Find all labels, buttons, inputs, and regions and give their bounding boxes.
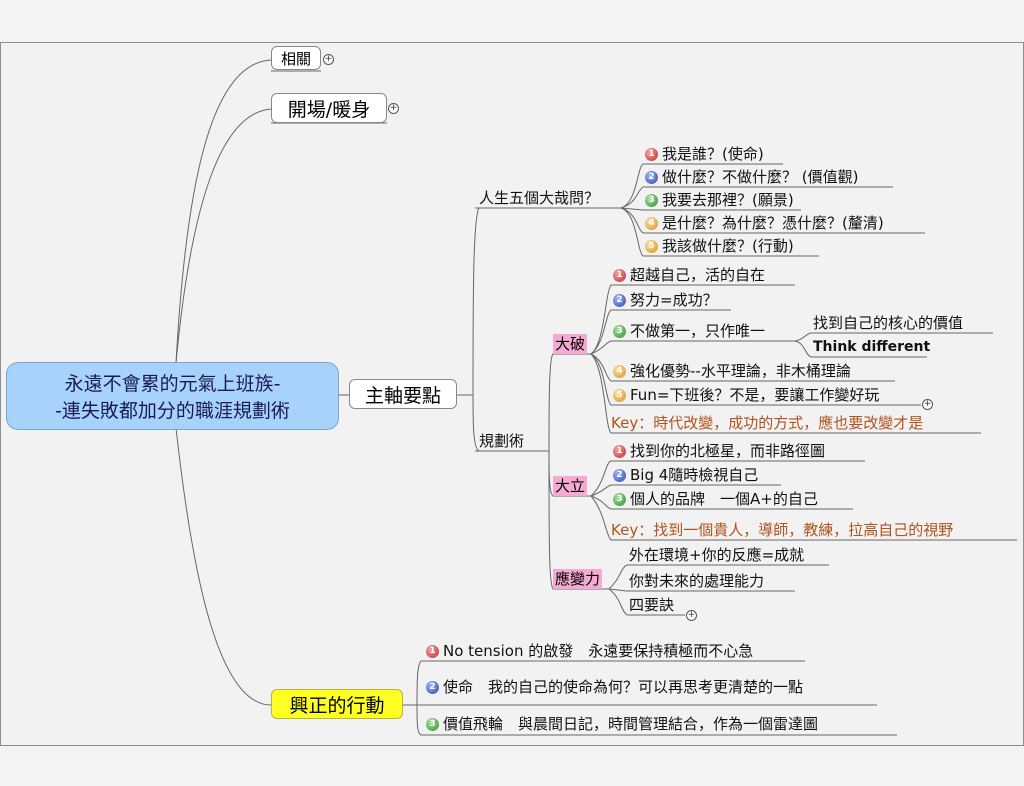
dali-item-2[interactable]: Big 4隨時檢視自己 [630,466,759,484]
dapo-sub-2[interactable]: Think different [813,339,931,355]
life-question-4[interactable]: 是什麼？為什麼？憑什麼？(釐清) [662,214,884,232]
expand-icon[interactable]: + [922,399,933,410]
priority-4-icon: 4 [613,365,626,378]
priority-4-icon: 4 [645,217,658,230]
expand-icon[interactable]: + [388,103,399,114]
action-item-3[interactable]: 價值飛輪 與晨間日記，時間管理結合，作為一個雷達圖 [443,715,819,733]
yingbian-label[interactable]: 應變力 [553,569,603,589]
yingbian-item-1[interactable]: 外在環境+你的反應=成就 [629,546,805,564]
life-question-5[interactable]: 我該做什麼？(行動) [662,237,794,255]
life-question-1[interactable]: 我是誰？(使命) [662,145,764,163]
life-questions-label[interactable]: 人生五個大哉問？ [479,189,600,207]
branch-related[interactable]: 相關 [271,46,321,70]
expand-icon[interactable]: + [686,610,697,621]
yingbian-item-3[interactable]: 四要訣 [629,596,675,614]
root-topic[interactable]: 永遠不會累的元氣上班族- -連失敗都加分的職涯規劃術 [6,362,339,430]
priority-3-icon: 3 [426,718,439,731]
priority-2-icon: 2 [613,469,626,482]
dapo-item-1[interactable]: 超越自己，活的自在 [630,266,766,284]
priority-5-icon: 5 [613,389,626,402]
branch-actions[interactable]: 興正的行動 [271,689,403,719]
priority-2-icon: 2 [426,681,439,694]
priority-3-icon: 3 [613,493,626,506]
root-title-line1: 永遠不會累的元氣上班族- [64,373,281,395]
branch-main-points-label: 主軸要點 [364,384,441,407]
dali-label[interactable]: 大立 [553,476,588,496]
priority-1-icon: 1 [426,645,439,658]
mindmap-canvas: 相關 + 開場/暖身 + 永遠不會累的元氣上班族- -連失敗都加分的職涯規劃術 … [0,42,1024,746]
branch-opening-label: 開場/暖身 [287,98,371,121]
priority-1-icon: 1 [645,148,658,161]
planning-label[interactable]: 規劃術 [479,432,525,450]
dapo-sub-1[interactable]: 找到自己的核心的價值 [813,314,964,332]
priority-5-icon: 5 [645,240,658,253]
dapo-key[interactable]: Key：時代改變，成功的方式，應也要改變才是 [611,414,924,432]
dali-key[interactable]: Key：找到一個貴人，導師，教練，拉高自己的視野 [611,521,954,539]
action-item-1[interactable]: No tension 的啟發 永遠要保持積極而不心急 [443,642,754,660]
dapo-label[interactable]: 大破 [553,334,588,354]
priority-1-icon: 1 [613,269,626,282]
action-item-2[interactable]: 使命 我的自己的使命為何？可以再思考更清楚的一點 [443,678,804,696]
life-question-3[interactable]: 我要去那裡？(願景) [662,191,794,209]
root-title-line2: -連失敗都加分的職涯規劃術 [55,400,290,422]
connector-lines [175,59,1017,736]
priority-1-icon: 1 [613,445,626,458]
dapo-item-4[interactable]: 強化優勢--水平理論，非木桶理論 [630,362,851,380]
branch-opening[interactable]: 開場/暖身 [271,93,387,123]
dali-item-3[interactable]: 個人的品牌 一個A+的自己 [630,490,818,508]
priority-2-icon: 2 [613,294,626,307]
dapo-item-2[interactable]: 努力=成功？ [630,291,718,309]
priority-3-icon: 3 [645,194,658,207]
branch-main-points[interactable]: 主軸要點 [349,379,457,409]
expand-icon[interactable]: + [323,54,334,65]
yingbian-item-2[interactable]: 你對未來的處理能力 [629,572,765,590]
life-question-2[interactable]: 做什麼？不做什麼？ (價值觀) [662,168,859,186]
branch-related-label: 相關 [280,49,311,68]
dapo-item-5[interactable]: Fun=下班後？不是，要讓工作變好玩 [630,386,880,404]
priority-2-icon: 2 [645,171,658,184]
dali-item-1[interactable]: 找到你的北極星，而非路徑圖 [630,442,826,460]
dapo-item-3[interactable]: 不做第一，只作唯一 [630,322,766,340]
branch-actions-label: 興正的行動 [289,694,385,717]
priority-3-icon: 3 [613,325,626,338]
